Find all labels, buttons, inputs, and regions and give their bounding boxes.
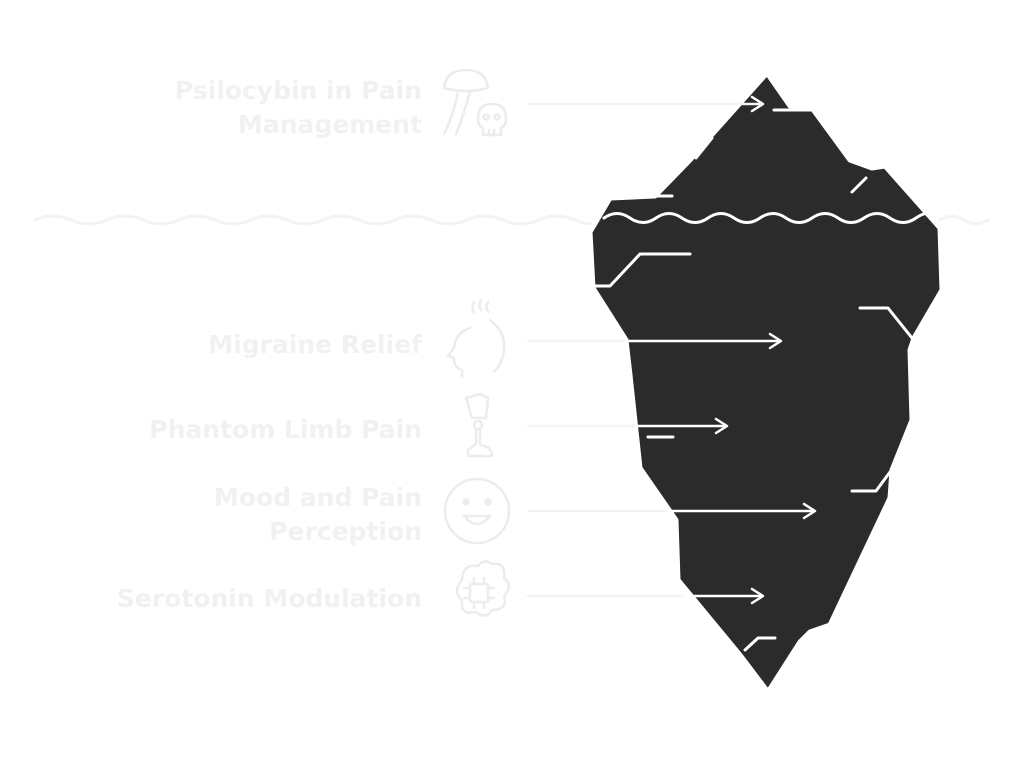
prosthetic-leg-icon [464, 392, 494, 458]
mushroom-skull-icon [442, 68, 508, 137]
arrow-serotonin [526, 587, 765, 605]
highlight-10 [743, 636, 777, 652]
label-migraine: Migraine Relief [208, 330, 423, 359]
smiley-face-icon [443, 477, 511, 545]
arrow-top [526, 95, 765, 113]
iceberg-body [587, 70, 945, 695]
arrow-phantom [526, 417, 729, 435]
highlight-9 [850, 470, 892, 493]
label-mood-line2: Perception [269, 517, 422, 546]
arrow-migraine [526, 332, 783, 350]
iceberg-highlights [592, 108, 914, 652]
water-line [33, 214, 990, 226]
iceberg [587, 70, 945, 695]
label-top-line1: Psilocybin in Pain [175, 76, 422, 105]
highlight-2 [694, 136, 714, 160]
label-mood-line1: Mood and Pain [214, 483, 422, 512]
iceberg-waterline-waves [602, 212, 934, 224]
label-phantom: Phantom Limb Pain [149, 415, 422, 444]
highlight-7 [858, 306, 914, 340]
head-with-vapor-icon [446, 298, 506, 378]
highlight-6 [592, 252, 692, 288]
highlight-3 [850, 176, 868, 194]
arrow-mood [526, 502, 817, 520]
label-serotonin: Serotonin Modulation [117, 584, 422, 613]
brain-chip-icon [455, 560, 511, 617]
label-top-line2: Management [238, 110, 422, 139]
